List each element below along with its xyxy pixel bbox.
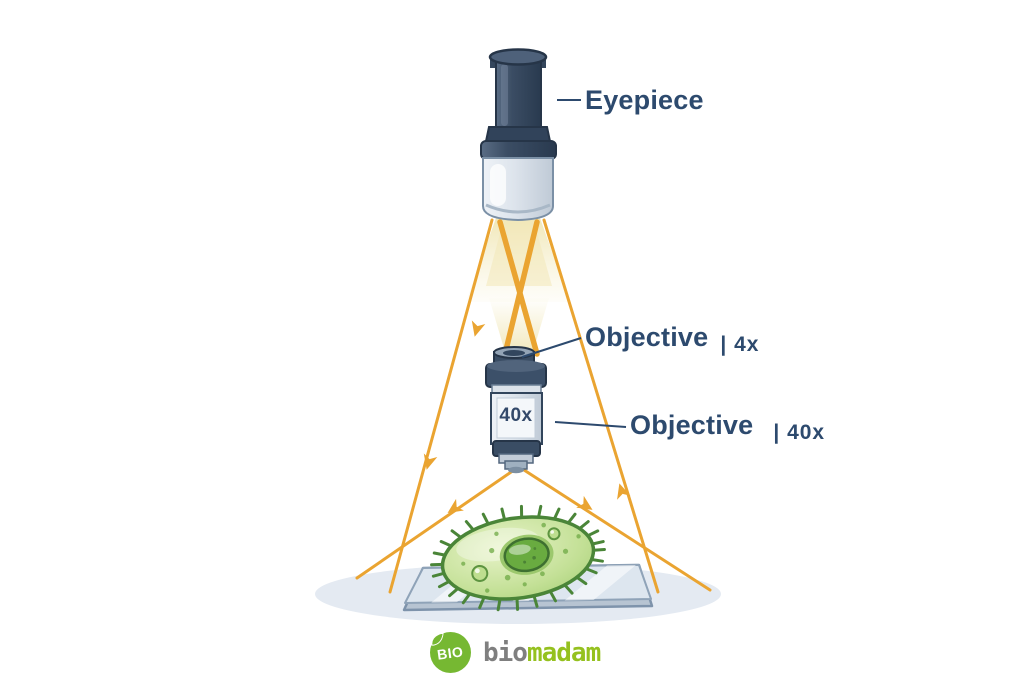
objective-40x-name: Objective <box>630 410 754 440</box>
bio-badge-text: BIO <box>436 642 465 663</box>
objective-4x-mag: | 4x <box>720 333 760 356</box>
ray-arrowheads <box>423 320 631 514</box>
bio-badge: BIO <box>430 632 471 673</box>
objective-4x-name: Objective <box>585 322 709 352</box>
leaf-icon <box>431 632 444 646</box>
objective-40x-mag: | 40x <box>773 421 826 444</box>
eyepiece-label: Eyepiece <box>585 85 704 116</box>
objective-40x-label: Objective | 40x <box>630 410 826 444</box>
objective-body-magnification: 40x <box>499 405 533 426</box>
label-connectors <box>521 99 627 428</box>
objective-4x-label: Objective | 4x <box>585 322 760 356</box>
brand-part-bio: bio <box>483 637 528 668</box>
objective-barrel <box>485 346 547 474</box>
specimen-microbe <box>430 504 606 612</box>
eyepiece-label-text: Eyepiece <box>585 85 704 115</box>
brand-part-madam: madam <box>526 637 601 668</box>
eyepiece-barrel <box>480 48 557 222</box>
light-rays <box>355 218 712 594</box>
